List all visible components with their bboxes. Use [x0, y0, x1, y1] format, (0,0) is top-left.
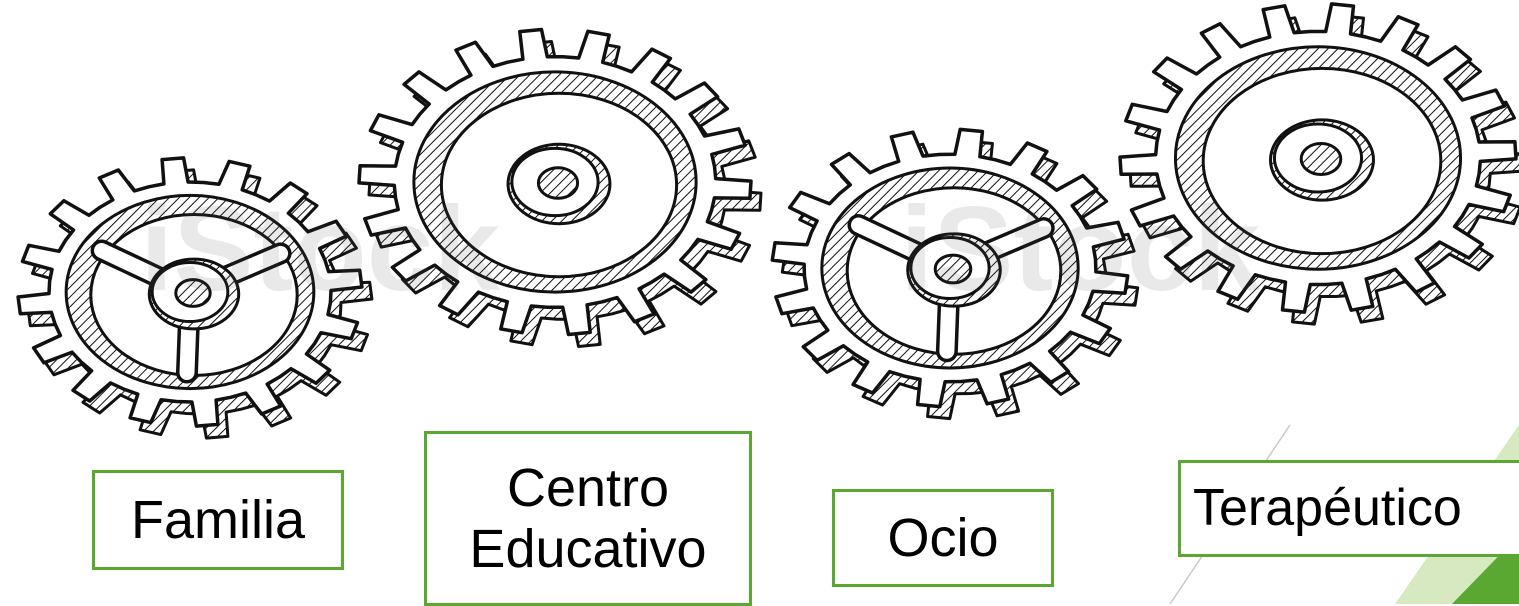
gear-ocio-icon	[770, 127, 1140, 421]
familia-label-box: Familia	[92, 470, 344, 570]
svg-text:iStock: iStock	[140, 182, 500, 316]
familia-label: Familia	[130, 489, 306, 550]
ocio-label-box: Ocio	[832, 489, 1054, 587]
gear-terapeutico-icon	[1118, 2, 1519, 326]
gear-centro-educativo-icon	[357, 27, 763, 348]
svg-text:iStock: iStock	[900, 182, 1260, 316]
centro-label-line2: Educativo	[469, 518, 707, 579]
gear-familia-icon	[16, 156, 374, 440]
ocio-label: Ocio	[887, 507, 999, 568]
centro-label-line1: Centro	[506, 458, 670, 519]
terapeutico-label-box: Terapéutico	[1178, 460, 1519, 557]
terapeutico-label: Terapéutico	[1193, 479, 1462, 538]
watermark-logo: iStock iStock	[140, 182, 1260, 316]
centro-educativo-label-box: Centro Educativo	[424, 431, 752, 606]
